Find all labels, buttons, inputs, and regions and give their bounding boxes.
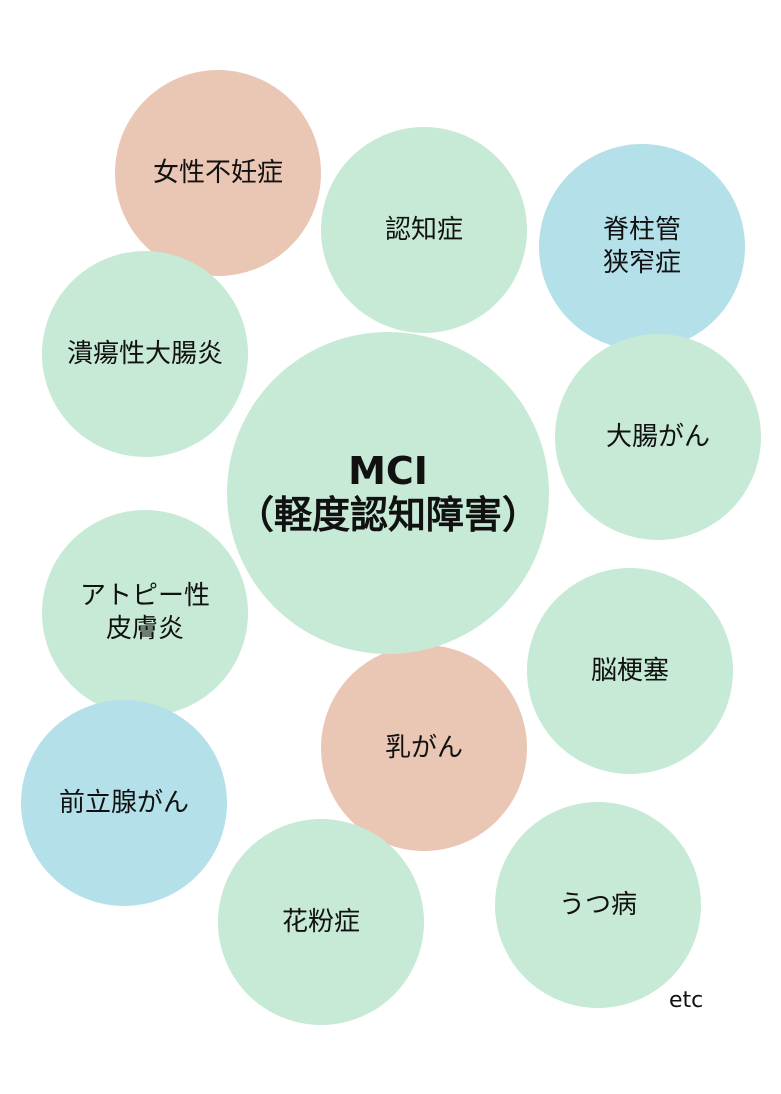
bubble-colon-cancer: 大腸がん [555,334,761,540]
bubble-atopic-dermatitis: アトピー性 皮膚炎 [42,510,248,716]
center-bubble-mci: MCI （軽度認知障害） [227,332,549,654]
etc-footnote: etc [669,988,704,1013]
bubble-hay-fever: 花粉症 [218,819,424,1025]
bubble-dementia: 認知症 [321,127,527,333]
bubble-prostate-cancer: 前立腺がん [21,700,227,906]
bubble-depression: うつ病 [495,802,701,1008]
bubble-cerebral-infarction: 脳梗塞 [527,568,733,774]
bubble-breast-cancer: 乳がん [321,645,527,851]
bubble-spinal-stenosis: 脊柱管 狭窄症 [539,144,745,350]
bubble-ulcerative-colitis: 潰瘍性大腸炎 [42,251,248,457]
bubble-female-infertility: 女性不妊症 [115,70,321,276]
